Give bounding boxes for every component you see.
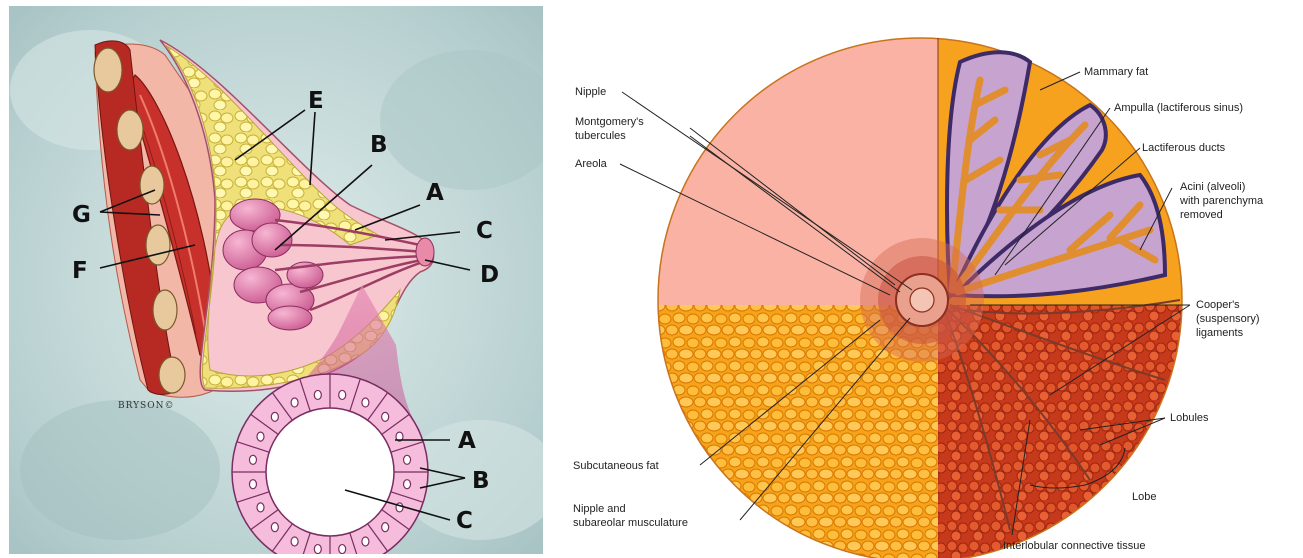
label-subcutaneous-fat: Subcutaneous fat [573, 460, 659, 472]
label-letter-d: D [480, 262, 499, 288]
inset-letter-c: C [456, 508, 473, 534]
inset-letter-b: B [472, 468, 490, 494]
areola-nipple [860, 238, 984, 362]
cell-nucleus [362, 537, 369, 546]
label-nipple-musculature-2: subareolar musculature [573, 517, 688, 529]
label-montgomery-1: Montgomery's [575, 116, 644, 128]
cell-nucleus [339, 545, 346, 554]
label-letter-a: A [426, 180, 444, 206]
cell-nucleus [257, 432, 264, 441]
cell-nucleus [339, 390, 346, 399]
label-montgomery-2: tubercules [575, 130, 626, 142]
cell-nucleus [382, 412, 389, 421]
label-lobules: Lobules [1170, 412, 1209, 424]
cell-nucleus [314, 545, 321, 554]
label-letter-c: C [476, 218, 493, 244]
label-nipple-musculature-1: Nipple and [573, 503, 626, 515]
cell-nucleus [271, 412, 278, 421]
cell-nucleus [362, 398, 369, 407]
label-acini-2: with parenchyma [1179, 195, 1264, 207]
label-letter-f: F [72, 258, 88, 284]
label-cooper-1: Cooper's [1196, 299, 1240, 311]
left-breast-illustration: BRYSON© E B A C D G F A B C [9, 6, 560, 558]
label-areola: Areola [575, 158, 608, 170]
cell-nucleus [291, 537, 298, 546]
right-breast-cutaway: Nipple Montgomery's tubercules Areola Su… [573, 30, 1264, 558]
label-letter-e: E [308, 88, 324, 114]
acinus-inset [232, 374, 428, 558]
label-lobe: Lobe [1132, 491, 1156, 503]
label-interlobular-tissue: Interlobular connective tissue [1003, 540, 1145, 552]
cell-nucleus [404, 480, 411, 489]
cell-nucleus [271, 523, 278, 532]
cell-nucleus [314, 390, 321, 399]
label-nipple: Nipple [575, 86, 606, 98]
cell-nucleus [249, 480, 256, 489]
label-ampulla: Ampulla (lactiferous sinus) [1114, 102, 1243, 114]
label-mammary-fat: Mammary fat [1084, 66, 1148, 78]
label-acini-3: removed [1180, 209, 1223, 221]
label-cooper-2: (suspensory) [1196, 313, 1260, 325]
signature-text: BRYSON© [118, 401, 174, 411]
label-acini-1: Acini (alveoli) [1180, 181, 1245, 193]
cell-nucleus [249, 455, 256, 464]
cell-nucleus [291, 398, 298, 407]
cell-nucleus [382, 523, 389, 532]
inset-letter-a: A [458, 428, 476, 454]
label-cooper-3: ligaments [1196, 327, 1244, 339]
label-lactiferous-ducts: Lactiferous ducts [1142, 142, 1226, 154]
cell-nucleus [257, 503, 264, 512]
cell-nucleus [404, 455, 411, 464]
label-letter-b: B [370, 132, 388, 158]
label-letter-g: G [72, 202, 91, 228]
